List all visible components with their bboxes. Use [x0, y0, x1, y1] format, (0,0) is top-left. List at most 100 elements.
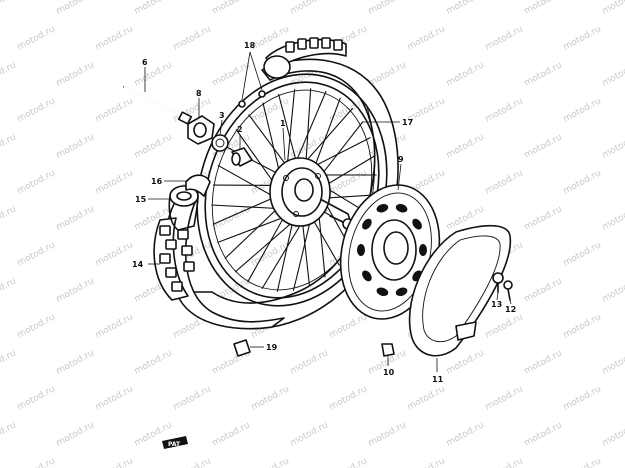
watermark-text: motod.ru — [94, 456, 135, 468]
spoke-line — [304, 88, 312, 172]
callout-labels: 18 6 8 3 2 1 17 9 16 15 14 19 10 11 13 1… — [132, 41, 516, 384]
watermark-text: motod.ru — [406, 384, 447, 412]
callout-12: 12 — [505, 305, 516, 314]
disc-hole — [395, 287, 408, 297]
inner-tube-part-15 — [168, 185, 199, 231]
callout-2: 2 — [237, 125, 243, 134]
watermark-text: motod.ru — [484, 168, 525, 196]
watermark-text: motod.ru — [55, 420, 96, 448]
watermark-text: motod.ru — [211, 204, 252, 232]
watermark-text: motod.ru — [0, 276, 18, 304]
watermark-text: motod.ru — [172, 456, 213, 468]
watermark-text: motod.ru — [133, 348, 174, 376]
callout-3: 3 — [219, 111, 225, 120]
bearing-part-3 — [211, 134, 229, 152]
callout-6: 6 — [142, 58, 148, 67]
watermark-text: motod.ru — [523, 420, 564, 448]
bolt-part-12 — [503, 280, 513, 301]
callout-16: 16 — [151, 177, 163, 186]
watermark-text: motod.ru — [562, 384, 603, 412]
watermark-text: motod.ru — [523, 132, 564, 160]
spoke-line — [276, 212, 296, 292]
watermark-text: motod.ru — [16, 240, 57, 268]
disc-hole — [412, 218, 422, 230]
watermark-text: motod.ru — [562, 240, 603, 268]
watermark-text: motod.ru — [484, 96, 525, 124]
wheel-hub — [269, 157, 354, 230]
watermark-text: motod.ru — [250, 456, 291, 468]
watermark-text: motod.ru — [601, 132, 625, 160]
brand-mark-text: PAT — [168, 441, 181, 448]
watermark-text: motod.ru — [133, 60, 174, 88]
tire-tread-top — [263, 37, 347, 79]
watermark-text: motod.ru — [0, 204, 18, 232]
watermark-text: motod.ru — [211, 60, 252, 88]
watermark-text: motod.ru — [94, 312, 135, 340]
watermark-text: motod.ru — [562, 456, 603, 468]
watermark-text: motod.ru — [484, 24, 525, 52]
watermark-text: motod.ru — [0, 60, 18, 88]
watermark-text: motod.ru — [55, 0, 96, 17]
watermark-text: motod.ru — [562, 24, 603, 52]
watermark-text: motod.ru — [523, 204, 564, 232]
callout-8: 8 — [196, 89, 202, 98]
bolt-part-13 — [492, 272, 504, 293]
watermark-text: motod.ru — [172, 24, 213, 52]
watermark-text: motod.ru — [94, 96, 135, 124]
axle-part-6 — [123, 86, 193, 125]
spoke-line — [277, 93, 299, 171]
disc-hole — [376, 287, 389, 297]
watermark-text: motod.ru — [523, 276, 564, 304]
brake-disc-holes — [357, 203, 427, 297]
watermark-text: motod.ru — [133, 0, 174, 17]
callout-14: 14 — [132, 260, 144, 269]
callout-9: 9 — [398, 155, 404, 164]
watermark-text: motod.ru — [0, 348, 18, 376]
callout-10: 10 — [383, 368, 395, 377]
watermark-text: motod.ru — [328, 456, 369, 468]
watermark-text: motod.ru — [406, 456, 447, 468]
watermark-text: motod.ru — [484, 312, 525, 340]
watermark-text: motod.ru — [367, 0, 408, 17]
watermark-text: motod.ru — [601, 60, 625, 88]
disc-hole — [362, 270, 372, 282]
valve-nut-part-19 — [233, 339, 251, 357]
watermark-text: motod.ru — [562, 312, 603, 340]
spacer-part-2 — [231, 147, 253, 167]
rim-band-part-16 — [185, 174, 211, 197]
watermark-text: motod.ru — [94, 384, 135, 412]
disc-hole — [395, 203, 408, 213]
disc-hole — [362, 218, 372, 230]
watermark-text: motod.ru — [601, 420, 625, 448]
watermark-text: motod.ru — [601, 348, 625, 376]
watermark-text: motod.ru — [523, 348, 564, 376]
callout-17: 17 — [402, 118, 413, 127]
bolt-part-10 — [381, 343, 395, 357]
nipples-part-18 — [238, 90, 266, 108]
watermark-text: motod.ru — [445, 420, 486, 448]
watermark-text: motod.ru — [562, 96, 603, 124]
watermark-text: motod.ru — [172, 384, 213, 412]
spoke-line — [247, 208, 289, 283]
watermark-text: motod.ru — [133, 132, 174, 160]
watermark-text: motod.ru — [289, 348, 330, 376]
watermark-text: motod.ru — [250, 384, 291, 412]
watermark-text: motod.ru — [0, 0, 18, 17]
watermark-text: motod.ru — [484, 456, 525, 468]
watermark-text: motod.ru — [211, 0, 252, 17]
watermark-text: motod.ru — [445, 60, 486, 88]
disc-cover-part-11 — [408, 224, 512, 357]
watermark-text: motod.ru — [523, 0, 564, 17]
watermark-text: motod.ru — [16, 456, 57, 468]
watermark-text: motod.ru — [94, 24, 135, 52]
watermark-text: motod.ru — [601, 0, 625, 17]
watermark-text: motod.ru — [55, 276, 96, 304]
callout-11: 11 — [432, 375, 444, 384]
watermark-text: motod.ru — [94, 240, 135, 268]
watermark-text: motod.ru — [445, 0, 486, 17]
watermark-text: motod.ru — [55, 60, 96, 88]
disc-hole — [357, 244, 365, 256]
watermark-text: motod.ru — [211, 420, 252, 448]
watermark-text: motod.ru — [94, 168, 135, 196]
